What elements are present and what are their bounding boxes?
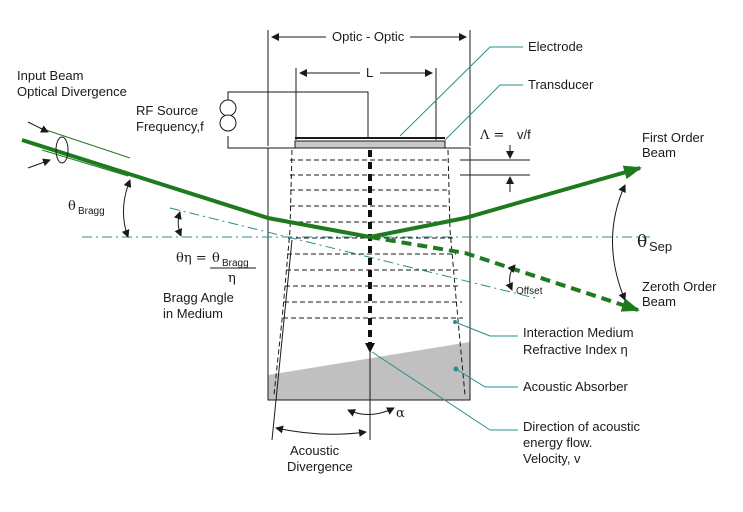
optic-optic-label: Optic - Optic [332, 29, 405, 44]
bragg-angle-label: Bragg Angle [163, 290, 234, 305]
theta-sep-symbol: θ [637, 232, 647, 252]
in-medium-label: in Medium [163, 306, 223, 321]
transducer [294, 140, 446, 149]
acoustic-absorber-label: Acoustic Absorber [523, 379, 628, 394]
zeroth-order-beam-label: Beam [642, 294, 676, 309]
theta-eta-lhs: θη = [176, 251, 207, 266]
length-label: L [366, 65, 373, 80]
input-divergence-label: Optical Divergence [17, 84, 127, 99]
divergence-sides [273, 149, 466, 396]
direction-label-1: Direction of acoustic [523, 419, 641, 434]
theta-sep-subscript: Sep [649, 239, 672, 254]
first-order-label: First Order [642, 130, 705, 145]
zeroth-order-beam [369, 235, 640, 312]
first-order-beam [369, 165, 642, 239]
refractive-index-label: Refractive Index η [523, 342, 628, 357]
offset-label: Offset [516, 286, 543, 297]
divergence-ellipse [55, 136, 69, 164]
electrode-label: Electrode [528, 39, 583, 54]
interaction-medium-label: Interaction Medium [523, 325, 634, 340]
acoustic-divergence-label-2: Divergence [287, 459, 353, 474]
acoustic-divergence-label-1: Acoustic [290, 443, 340, 458]
input-beam-label: Input Beam [17, 68, 84, 83]
theta-eta-numerator: θ [212, 251, 220, 266]
velocity-label: Velocity, v [523, 451, 581, 466]
zeroth-order-label: Zeroth Order [642, 279, 717, 294]
rf-source-label: RF Source [136, 103, 198, 118]
theta-bragg-subscript: Bragg [78, 206, 105, 217]
direction-label-2: energy flow. [523, 435, 592, 450]
rf-frequency-label: Frequency,f [136, 119, 204, 134]
theta-bragg-symbol: θ [68, 199, 76, 214]
input-beam [21, 138, 371, 239]
theta-eta-denominator: η [228, 271, 236, 286]
rf-source-icon [219, 99, 237, 117]
first-order-beam-label: Beam [642, 145, 676, 160]
rf-wiring [227, 91, 369, 138]
lambda-value: v/f [517, 127, 531, 142]
alpha-label: α [396, 406, 405, 421]
lambda-symbol: Λ = [479, 128, 504, 143]
transducer-label: Transducer [528, 77, 594, 92]
acoustic-absorber [268, 342, 470, 400]
theta-eta-numerator-sub: Bragg [222, 258, 249, 269]
